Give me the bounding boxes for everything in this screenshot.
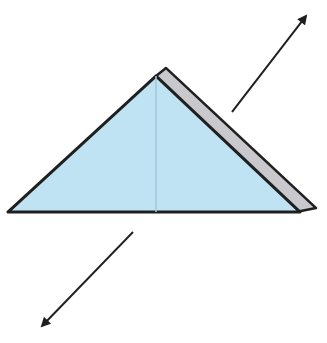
front-paper-triangle (8, 76, 300, 212)
pull-arrow-down-left (42, 232, 133, 326)
pull-arrow-up-right (232, 16, 306, 112)
